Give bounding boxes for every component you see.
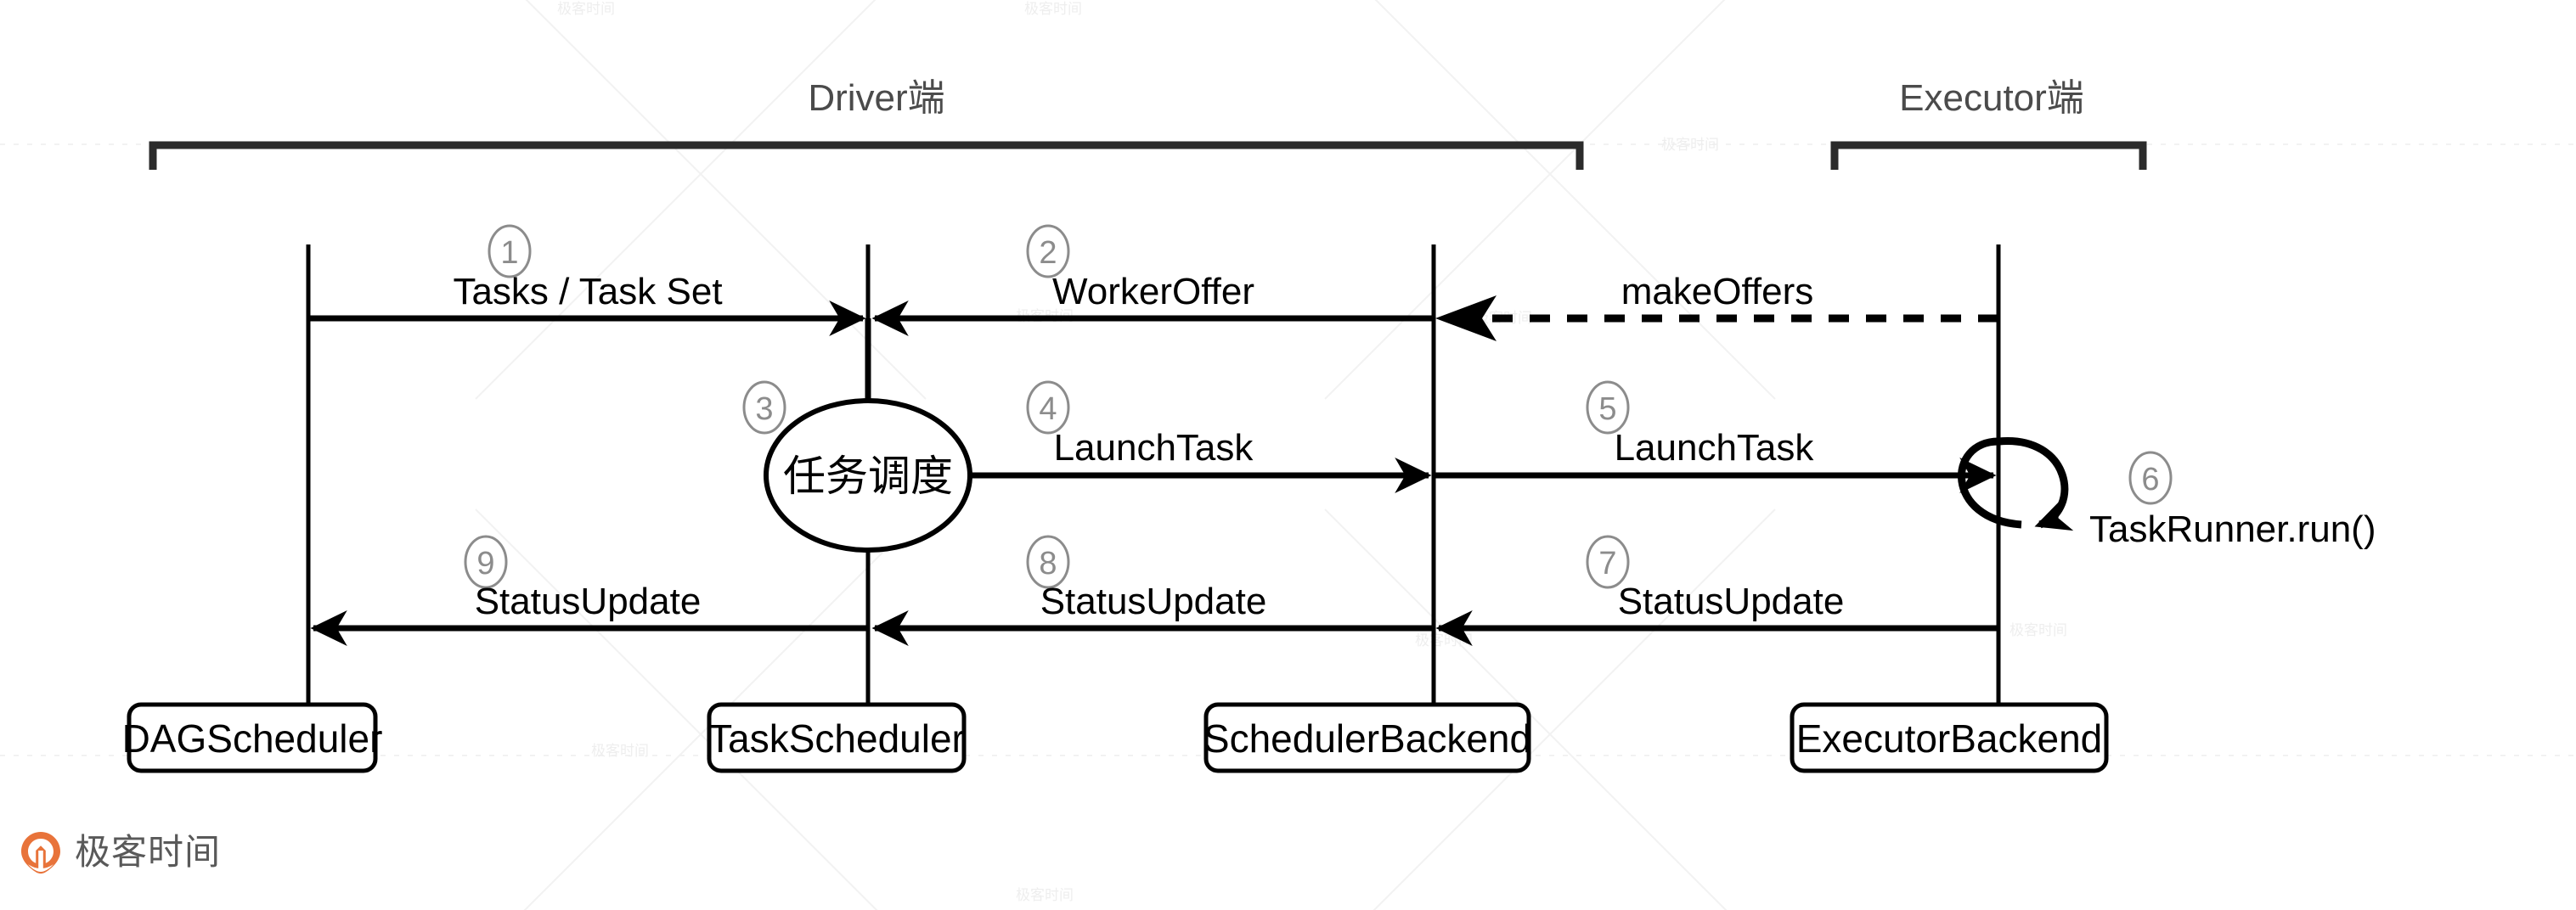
step-ring-9 — [464, 535, 508, 589]
message-label-status-update-9: StatusUpdate — [475, 581, 702, 622]
step-number-4: 4 — [1039, 391, 1057, 427]
step-ring-5 — [1586, 380, 1630, 435]
step-number-2: 2 — [1039, 235, 1057, 271]
message-8-status-update: 8 StatusUpdate — [871, 535, 1434, 646]
svg-text:极客时间: 极客时间 — [1415, 632, 1473, 649]
message-1-tasks-task-set: 1 Tasks / Task Set — [308, 224, 866, 336]
svg-text:极客时间: 极客时间 — [557, 1, 615, 17]
step-ring-8 — [1026, 535, 1070, 589]
participant-box-dag-scheduler[interactable] — [127, 702, 378, 773]
step-number-5: 5 — [1598, 391, 1616, 427]
message-9-status-update: 9 StatusUpdate — [310, 535, 868, 646]
svg-text:极客时间: 极客时间 — [591, 743, 649, 759]
geektime-pin-logo-icon — [21, 832, 60, 874]
message-label-status-update-7: StatusUpdate — [1618, 581, 1845, 622]
self-loop-task-runner — [1998, 437, 2074, 531]
step-number-1: 1 — [500, 235, 518, 271]
step-number-8: 8 — [1039, 546, 1057, 581]
step-number-7: 7 — [1598, 546, 1616, 581]
message-label-launch-task-4: LaunchTask — [1054, 427, 1254, 469]
step-ring-4 — [1026, 380, 1070, 435]
group-title-executor: Executor端 — [1899, 77, 2084, 119]
message-label-make-offers: makeOffers — [1621, 271, 1814, 312]
participant-label-task-scheduler: TaskScheduler — [708, 716, 965, 761]
step-number-3: 3 — [755, 391, 773, 427]
message-6-task-runner-run: 6 TaskRunner.run() — [1958, 437, 2376, 550]
message-label-launch-task-5: LaunchTask — [1615, 427, 1815, 469]
participant-executor-backend[interactable]: ExecutorBackend — [1790, 702, 2109, 773]
brand-name-label: 极客时间 — [75, 831, 222, 873]
group-title-driver: Driver端 — [808, 77, 944, 119]
participant-scheduler-backend[interactable]: SchedulerBackend — [1203, 702, 1531, 773]
participant-task-scheduler[interactable]: TaskScheduler — [707, 702, 967, 773]
svg-text:极客时间: 极客时间 — [1016, 887, 1074, 903]
message-4-launch-task: 4 LaunchTask — [970, 380, 1432, 493]
message-make-offers: makeOffers — [1435, 271, 1998, 341]
arrowhead-make-offers — [1435, 295, 1497, 341]
svg-text:极客时间: 极客时间 — [1024, 1, 1082, 17]
participant-label-executor-backend: ExecutorBackend — [1796, 716, 2103, 761]
svg-text:极客时间: 极客时间 — [2010, 622, 2067, 638]
message-5-launch-task: 5 LaunchTask — [1434, 380, 1997, 493]
message-label-tasks-task-set: Tasks / Task Set — [453, 271, 722, 312]
message-7-status-update: 7 StatusUpdate — [1435, 535, 1998, 646]
message-label-worker-offer: WorkerOffer — [1052, 271, 1254, 312]
participant-label-scheduler-backend: SchedulerBackend — [1203, 716, 1531, 761]
participant-label-dag-scheduler: DAGScheduler — [122, 716, 383, 761]
step-ring-6 — [2128, 451, 2173, 505]
process-node-task-scheduling: 任务调度 3 — [742, 380, 972, 553]
self-loop-task-runner-tail — [1958, 437, 2022, 529]
svg-text:极客时间: 极客时间 — [1661, 137, 1719, 153]
step-number-9: 9 — [476, 546, 494, 581]
step-number-6: 6 — [2141, 462, 2159, 497]
participant-box-task-scheduler[interactable] — [707, 702, 967, 773]
brand-footer: 极客时间 — [19, 830, 221, 874]
step-ring-1 — [488, 224, 532, 278]
participant-box-scheduler-backend[interactable] — [1203, 702, 1531, 773]
step-ring-2 — [1026, 224, 1070, 278]
message-label-status-update-8: StatusUpdate — [1040, 581, 1267, 622]
participant-box-executor-backend[interactable] — [1790, 702, 2109, 773]
message-label-task-runner-run: TaskRunner.run() — [2089, 508, 2376, 550]
message-2-worker-offer: 2 WorkerOffer — [871, 224, 1434, 336]
step-ring-7 — [1586, 535, 1630, 589]
bracket-executor — [1830, 141, 2147, 170]
bracket-driver — [149, 141, 1584, 170]
ellipse-label-task-scheduling: 任务调度 — [783, 452, 953, 500]
participant-dag-scheduler[interactable]: DAGScheduler — [122, 702, 383, 773]
step-ring-3 — [742, 380, 786, 435]
